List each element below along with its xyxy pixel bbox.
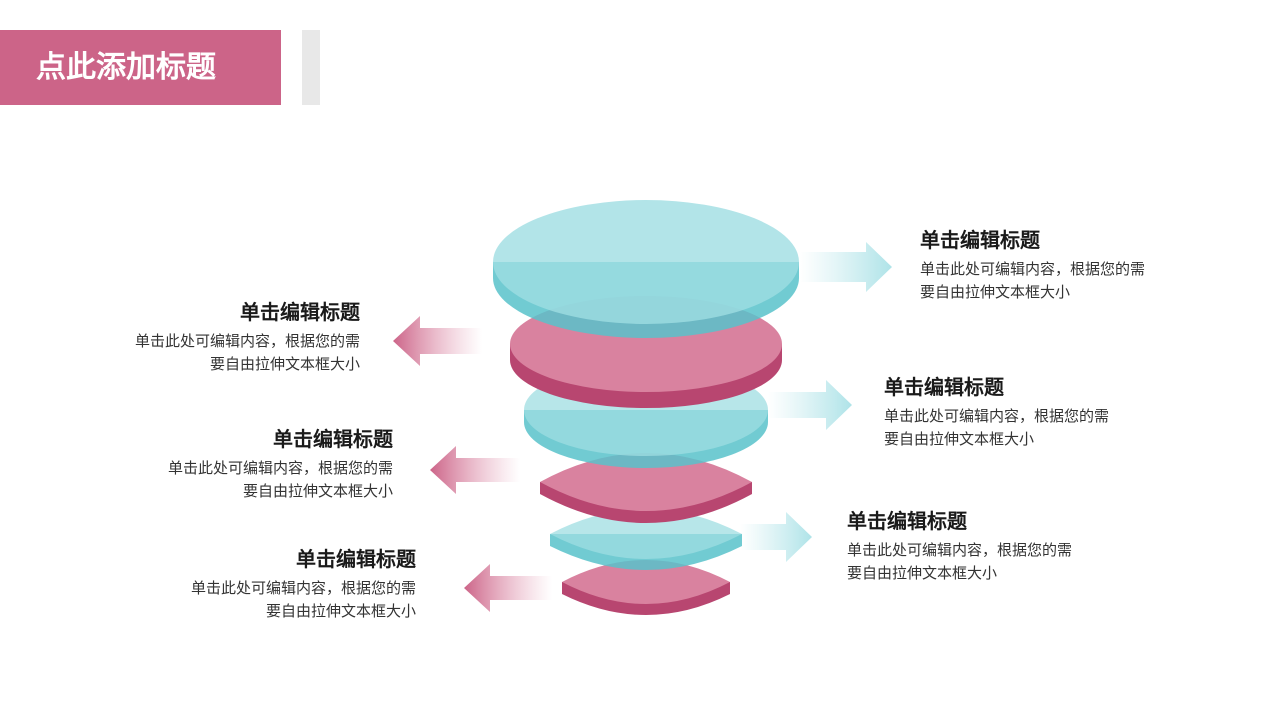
- item-description[interactable]: 单击此处可编辑内容，根据您的需 要自由拉伸文本框大小: [847, 539, 1147, 585]
- funnel-layer-6: [562, 560, 730, 615]
- item-description[interactable]: 单击此处可编辑内容，根据您的需 要自由拉伸文本框大小: [116, 577, 416, 623]
- item-desc-line: 单击此处可编辑内容，根据您的需: [847, 541, 1073, 559]
- item-title[interactable]: 单击编辑标题: [273, 427, 393, 451]
- funnel-layer-1: [493, 200, 799, 338]
- item-title[interactable]: 单击编辑标题: [884, 375, 1004, 399]
- item-left-3: 单击编辑标题 单击此处可编辑内容，根据您的需 要自由拉伸文本框大小: [116, 545, 416, 623]
- item-desc-line: 要自由拉伸文本框大小: [920, 283, 1071, 301]
- item-description[interactable]: 单击此处可编辑内容，根据您的需 要自由拉伸文本框大小: [920, 258, 1220, 304]
- title-bar: 点此添加标题: [0, 30, 281, 105]
- item-desc-line: 单击此处可编辑内容，根据您的需: [134, 332, 360, 350]
- arrow-right-1: [800, 242, 892, 292]
- item-description[interactable]: 单击此处可编辑内容，根据您的需 要自由拉伸文本框大小: [93, 457, 393, 503]
- item-desc-line: 要自由拉伸文本框大小: [884, 430, 1035, 448]
- funnel-layer-4: [540, 453, 752, 523]
- item-right-1: 单击编辑标题 单击此处可编辑内容，根据您的需 要自由拉伸文本框大小: [920, 226, 1220, 304]
- page-title[interactable]: 点此添加标题: [36, 50, 216, 85]
- funnel-layer-5: [550, 509, 742, 570]
- item-desc-line: 要自由拉伸文本框大小: [847, 564, 998, 582]
- item-desc-line: 单击此处可编辑内容，根据您的需: [167, 459, 393, 477]
- item-right-2: 单击编辑标题 单击此处可编辑内容，根据您的需 要自由拉伸文本框大小: [884, 373, 1184, 451]
- arrow-left-2: [430, 446, 520, 494]
- item-desc-line: 单击此处可编辑内容，根据您的需: [190, 579, 416, 597]
- item-desc-line: 要自由拉伸文本框大小: [265, 602, 416, 620]
- item-title[interactable]: 单击编辑标题: [240, 300, 360, 324]
- item-desc-line: 单击此处可编辑内容，根据您的需: [920, 260, 1146, 278]
- title-accent-bar: [302, 30, 320, 105]
- item-description[interactable]: 单击此处可编辑内容，根据您的需 要自由拉伸文本框大小: [884, 405, 1184, 451]
- item-left-2: 单击编辑标题 单击此处可编辑内容，根据您的需 要自由拉伸文本框大小: [93, 425, 393, 503]
- item-title[interactable]: 单击编辑标题: [296, 547, 416, 571]
- item-right-3: 单击编辑标题 单击此处可编辑内容，根据您的需 要自由拉伸文本框大小: [847, 507, 1147, 585]
- arrow-left-3: [464, 564, 552, 612]
- item-desc-line: 要自由拉伸文本框大小: [242, 482, 393, 500]
- arrow-right-3: [740, 512, 812, 562]
- item-left-1: 单击编辑标题 单击此处可编辑内容，根据您的需 要自由拉伸文本框大小: [60, 298, 360, 376]
- item-title[interactable]: 单击编辑标题: [920, 228, 1040, 252]
- item-description[interactable]: 单击此处可编辑内容，根据您的需 要自由拉伸文本框大小: [60, 330, 360, 376]
- item-title[interactable]: 单击编辑标题: [847, 509, 967, 533]
- item-desc-line: 单击此处可编辑内容，根据您的需: [884, 407, 1110, 425]
- arrow-right-2: [768, 380, 852, 430]
- arrow-left-1: [393, 316, 482, 366]
- item-desc-line: 要自由拉伸文本框大小: [209, 355, 360, 373]
